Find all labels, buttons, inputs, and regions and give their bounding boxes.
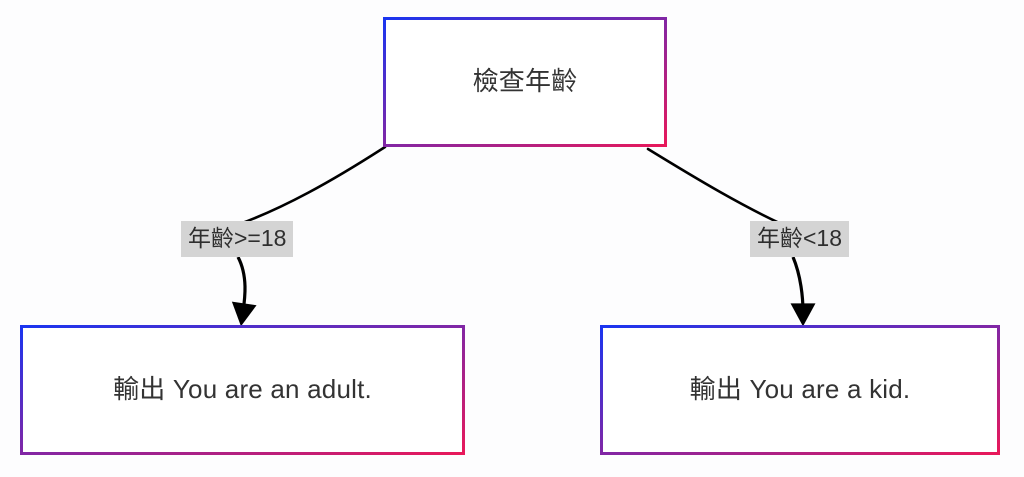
edge-check-to-kid-lower: [790, 256, 816, 327]
node-check-age-label: 檢查年齡: [472, 66, 578, 97]
node-check-age[interactable]: 檢查年齡: [383, 17, 667, 147]
edge-check-to-adult-lower: [231, 256, 257, 327]
node-output-kid[interactable]: 輸出 You are a kid.: [600, 325, 1000, 455]
edge-label-age-lt-18: 年齡<18: [750, 221, 850, 257]
node-output-adult[interactable]: 輸出 You are an adult.: [20, 325, 465, 455]
node-output-adult-label: 輸出 You are an adult.: [113, 374, 372, 405]
node-check-border: [383, 17, 667, 147]
node-adult-border: [20, 325, 465, 455]
node-kid-border: [600, 325, 1000, 455]
edge-label-age-gte-18: 年齡>=18: [181, 221, 294, 257]
node-output-kid-label: 輸出 You are a kid.: [689, 374, 911, 405]
